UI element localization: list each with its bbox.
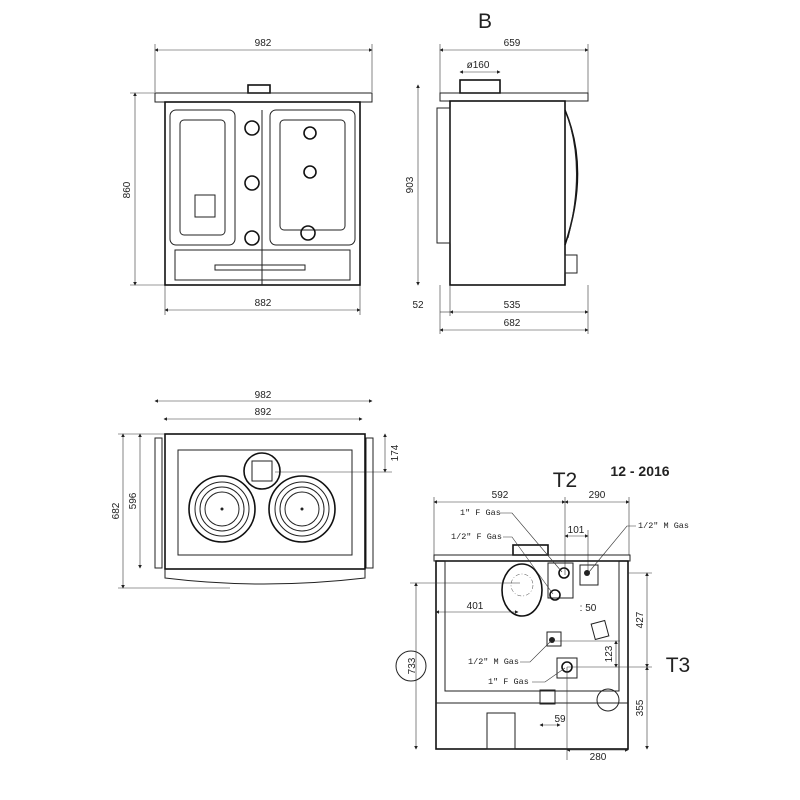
label-t2: T2 xyxy=(553,469,578,492)
dim-side-depth-body: 535 xyxy=(504,300,521,311)
dim-355: 355 xyxy=(635,699,646,716)
dim-50: : 50 xyxy=(580,603,597,614)
callout-half-m-gas-mid: 1/2" M Gas xyxy=(468,657,519,667)
dim-427: 427 xyxy=(635,611,646,628)
dim-flue-diameter: ø160 xyxy=(467,60,490,71)
view-label-b: B xyxy=(478,10,492,33)
dim-front-base: 882 xyxy=(255,298,272,309)
revision-date: 12 - 2016 xyxy=(610,463,669,479)
callout-half-m-gas-top: 1/2" M Gas xyxy=(638,521,689,531)
callout-half-f-gas: 1/2" F Gas xyxy=(451,532,502,542)
dim-733-circle xyxy=(395,650,427,682)
dim-59: 59 xyxy=(554,714,566,725)
dim-101: 101 xyxy=(568,525,585,536)
dim-side-offset: 52 xyxy=(412,300,424,311)
dim-side-height: 903 xyxy=(405,176,416,193)
dim-592: 592 xyxy=(492,490,509,501)
dim-280: 280 xyxy=(590,752,607,763)
side-view: B 659 ø160 903 52 535 682 xyxy=(405,10,589,334)
dim-side-depth-total: 682 xyxy=(504,318,521,329)
hob-left xyxy=(188,475,256,543)
dim-top-inner-width: 892 xyxy=(255,407,272,418)
callout-1in-f-gas-top: 1" F Gas xyxy=(460,508,501,518)
dim-top-depth: 682 xyxy=(111,502,122,519)
dim-side-depth-top: 659 xyxy=(504,38,521,49)
callout-1in-f-gas-bottom: 1" F Gas xyxy=(488,677,529,687)
dim-401: 401 xyxy=(467,601,484,612)
hob-right xyxy=(268,475,336,543)
dim-290: 290 xyxy=(589,490,606,501)
top-view: 982 892 174 596 682 xyxy=(111,390,401,589)
rear-view: 12 - 2016 T2 T3 592 290 101 4 xyxy=(395,463,691,763)
dim-top-width: 982 xyxy=(255,390,272,401)
dim-front-height: 860 xyxy=(122,181,133,198)
dim-733: 733 xyxy=(407,657,418,674)
label-t3: T3 xyxy=(666,654,691,677)
dim-flue-offset: 174 xyxy=(390,444,401,461)
dim-top-inner-depth: 596 xyxy=(128,492,139,509)
dim-123: 123 xyxy=(604,645,615,662)
dim-front-width: 982 xyxy=(255,38,272,49)
front-view: 982 860 882 xyxy=(122,38,373,315)
